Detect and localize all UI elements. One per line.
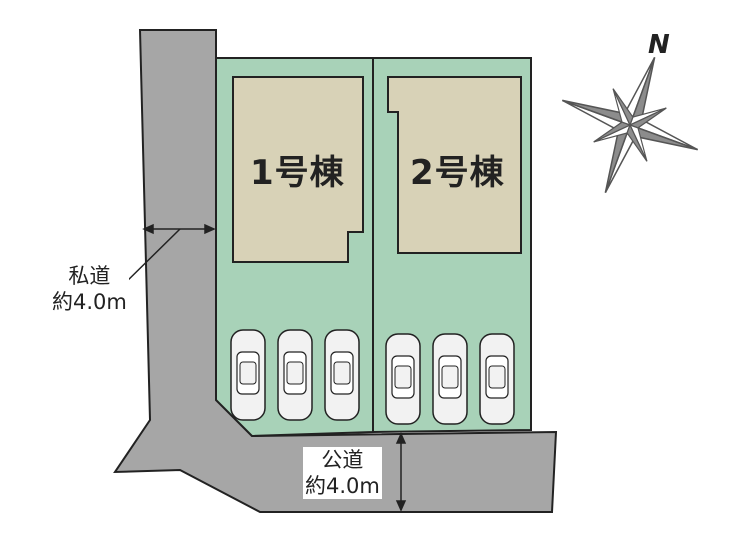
compass-north-label: N [648, 30, 670, 60]
private-road-width: 約4.0m [52, 290, 127, 314]
parked-car-icon [324, 329, 360, 421]
parked-car-icon [479, 333, 515, 425]
lot-2-parking [385, 333, 515, 425]
private-road-label: 私道 約4.0m [50, 263, 129, 315]
private-road-dimension [119, 223, 216, 289]
compass-rose-icon [561, 56, 699, 194]
building-1-label: 1号棟 [250, 153, 345, 193]
building-2-label: 2号棟 [410, 153, 505, 193]
public-road-width: 約4.0m [305, 474, 380, 498]
public-road-label: 公道 約4.0m [303, 447, 382, 499]
private-road-name: 私道 [68, 264, 111, 288]
public-road-name: 公道 [321, 448, 364, 472]
building-1 [232, 76, 364, 263]
lot-1-parking [230, 329, 360, 421]
public-road-dimension [395, 432, 407, 512]
parked-car-icon [277, 329, 313, 421]
parked-car-icon [432, 333, 468, 425]
parked-car-icon [385, 333, 421, 425]
building-2 [387, 76, 522, 254]
parked-car-icon [230, 329, 266, 421]
